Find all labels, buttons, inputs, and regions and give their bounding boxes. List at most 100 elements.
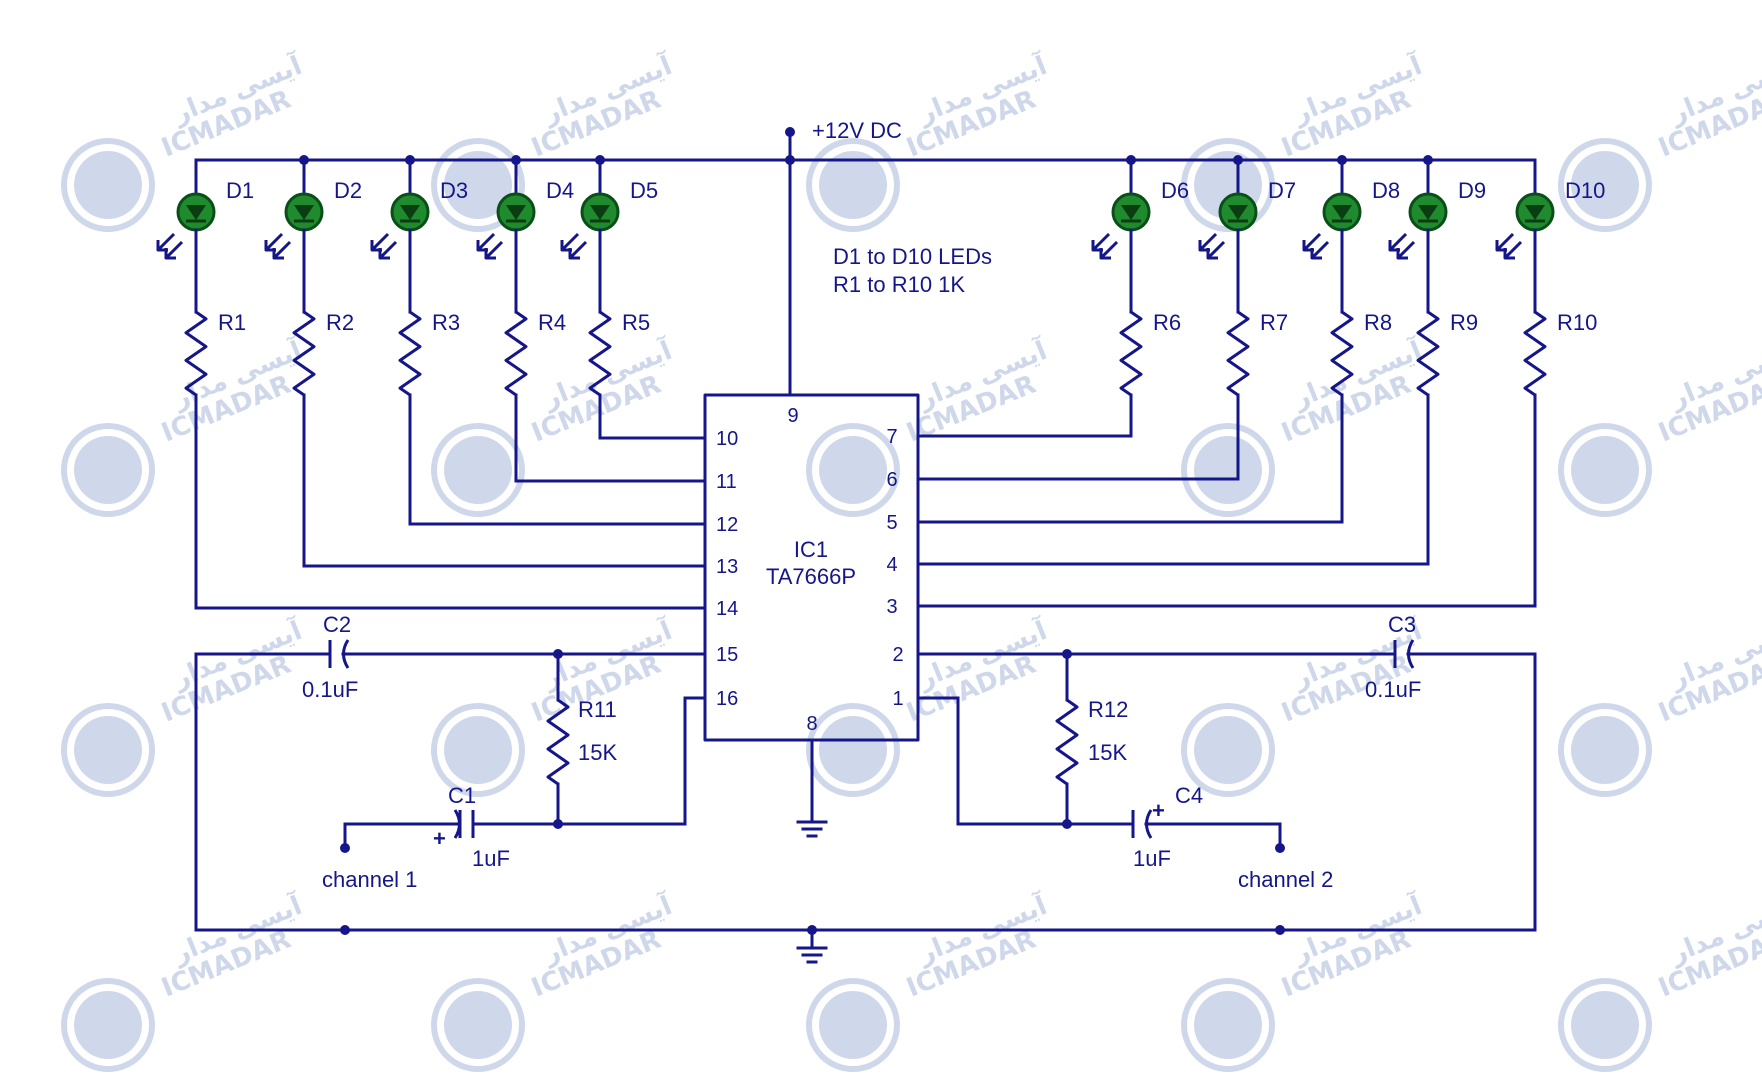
ground-symbol-ic <box>796 820 828 838</box>
led-light-arrow <box>476 232 496 252</box>
led-triangle <box>1525 205 1545 220</box>
led-d3 <box>370 192 430 260</box>
supply-label: +12V DC <box>812 118 902 143</box>
watermark-badge-text: IC <box>89 451 127 491</box>
led-light-arrow <box>1396 240 1416 260</box>
led-triangle <box>186 205 206 220</box>
led-label-d8: D8 <box>1372 178 1400 203</box>
resistor-r11 <box>546 698 570 786</box>
led-d6 <box>1091 192 1151 260</box>
watermark-badge-fill <box>1571 151 1639 219</box>
led-d4 <box>476 192 536 260</box>
led-triangle <box>1121 205 1141 220</box>
led-light-arrow <box>264 232 284 252</box>
channel1-terminal <box>340 843 350 853</box>
watermark-badge-text: IC <box>1209 1006 1247 1046</box>
led-light-arrow <box>164 240 184 260</box>
ground-bus <box>194 652 1537 932</box>
led-light-arrow <box>378 240 398 260</box>
resistor-label-r9: R9 <box>1450 310 1478 335</box>
c4-value: 1uF <box>1133 846 1171 871</box>
watermark-badge-text: IC <box>1209 731 1247 771</box>
resistor-r8 <box>1330 310 1354 397</box>
pin-number-11: 11 <box>716 471 737 493</box>
pin-number-7: 7 <box>886 426 897 448</box>
channel2-ground-terminal <box>1275 925 1285 935</box>
pin-number-3: 3 <box>886 596 897 618</box>
watermark-badge-ring <box>431 978 525 1072</box>
resistor-r2 <box>292 310 316 397</box>
led-light-arrow <box>272 240 292 260</box>
watermark-badge-fill <box>819 716 887 784</box>
r12-label: R12 <box>1088 697 1128 722</box>
pin-number-15: 15 <box>716 644 738 666</box>
watermark-badge-ring <box>1181 703 1275 797</box>
c3-label: C3 <box>1388 612 1416 637</box>
pin-number-8: 8 <box>806 713 817 735</box>
led-light-arrow <box>156 232 176 252</box>
led-label-d1: D1 <box>226 178 254 203</box>
resistor-label-r5: R5 <box>622 310 650 335</box>
ic-ref: IC1 <box>794 537 828 562</box>
c1-value: 1uF <box>472 846 510 871</box>
r11-value: 15K <box>578 740 617 765</box>
led-light-arrow-head <box>1310 248 1322 260</box>
pin-number-9: 9 <box>787 405 798 427</box>
led-triangle <box>1332 205 1352 220</box>
led-light-arrow-head <box>378 248 390 260</box>
pin16-wire <box>556 696 707 826</box>
led-triangle <box>1228 205 1248 220</box>
led-d5 <box>560 192 620 260</box>
note-leds: D1 to D10 LEDs <box>833 244 992 269</box>
led-light-arrow <box>1310 240 1330 260</box>
watermark-badge-text: IC <box>89 1006 127 1046</box>
note-resistors: R1 to R10 1K <box>833 272 965 297</box>
watermark-badge-text: IC <box>459 1006 497 1046</box>
ground-symbol-bus <box>796 946 828 964</box>
pin-number-13: 13 <box>716 556 738 578</box>
pin-number-5: 5 <box>886 512 897 534</box>
led-label-d7: D7 <box>1268 178 1296 203</box>
pin-number-2: 2 <box>892 644 903 666</box>
watermark-badge-text: IC <box>834 166 872 206</box>
watermark-badge-ring <box>1558 138 1652 232</box>
resistor-r5 <box>588 310 612 397</box>
channel1-label: channel 1 <box>322 867 417 892</box>
watermark-badge-text: IC <box>1586 166 1624 206</box>
watermark-badge-fill <box>1571 991 1639 1059</box>
led-triangle <box>506 205 526 220</box>
watermark-badge-ring <box>806 978 900 1072</box>
watermark-badge-ring <box>806 703 900 797</box>
supply-junction <box>785 155 795 165</box>
led-triangle <box>590 205 610 220</box>
watermark-badge-text: IC <box>834 1006 872 1046</box>
cap-plate-curved <box>453 809 461 839</box>
pin-number-12: 12 <box>716 514 738 536</box>
watermark-badge-text: IC <box>459 731 497 771</box>
watermark-badge-fill <box>444 991 512 1059</box>
watermark-badge-ring <box>61 138 155 232</box>
led-light-arrow <box>484 240 504 260</box>
resistor-r9 <box>1416 310 1440 397</box>
pin1-wire <box>916 696 1069 826</box>
watermark-badge-fill <box>819 991 887 1059</box>
channel1-ground-terminal <box>340 925 350 935</box>
led-light-arrow-head <box>164 248 176 260</box>
resistor-label-r8: R8 <box>1364 310 1392 335</box>
resistor-r3 <box>398 310 422 397</box>
led-d8 <box>1302 192 1362 260</box>
led-triangle <box>400 205 420 220</box>
led-d9 <box>1388 192 1448 260</box>
watermark-badge-ring <box>806 423 900 517</box>
watermark-badge-ring <box>431 703 525 797</box>
led-light-arrow <box>1495 232 1515 252</box>
led-d2 <box>264 192 324 260</box>
resistor-label-r2: R2 <box>326 310 354 335</box>
c4-right-wire <box>1144 822 1282 850</box>
